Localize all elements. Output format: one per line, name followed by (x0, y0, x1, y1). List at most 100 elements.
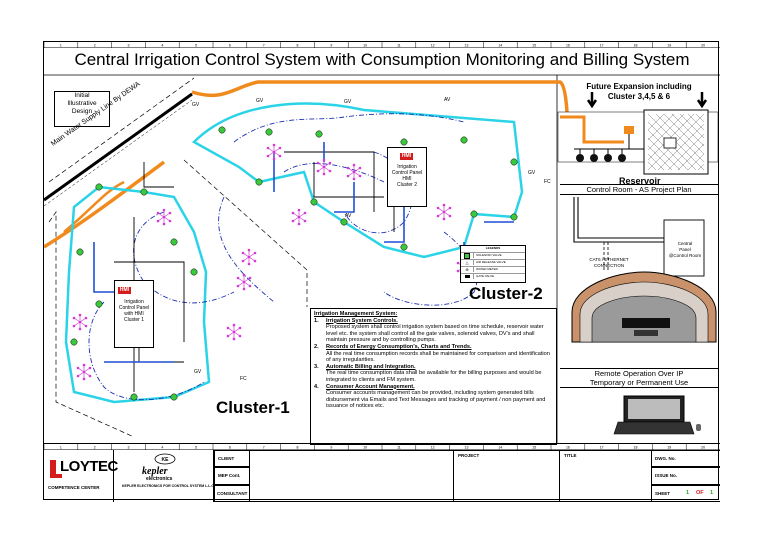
solenoid-valve (460, 136, 468, 144)
note-item-1: 1.Irrigation System Controls.Proposed sy… (314, 318, 553, 344)
control-room-label: Control Room - AS Project Plan (560, 184, 718, 195)
mep-label: MEP Cont. (218, 473, 241, 478)
ruler-number: 13 (465, 44, 469, 48)
comm-network (88, 113, 478, 401)
solenoid-valve (95, 300, 103, 308)
reservoir-label: Reservoir (619, 176, 661, 186)
loytec-l-icon (50, 460, 62, 478)
consultant-label-cell: CONSULTANT (214, 485, 250, 502)
ruler-number: 6 (229, 446, 231, 450)
note-item-2: 2.Records of Energy Consumption's, Chart… (314, 344, 553, 364)
client-label-cell: CLIENT (214, 450, 250, 467)
project-cell: PROJECT (454, 450, 560, 502)
solenoid-valve (400, 243, 408, 251)
legend-item: AIR RELEASE VALVE (476, 259, 506, 264)
remote-station (571, 271, 717, 343)
ruler-number: 9 (330, 44, 332, 48)
note-item-4: 4.Consumer Account Management.Consumer a… (314, 384, 553, 410)
consultant-label: CONSULTANT (217, 491, 248, 496)
solenoid-valve (255, 178, 263, 186)
legend-title: LEGENDS (485, 246, 501, 250)
solenoid-valve (265, 128, 273, 136)
panel1-line-3: with HMI (124, 311, 144, 317)
legend-row: GATE VALVE (461, 272, 525, 280)
dwg-label: DWG. No. (655, 456, 676, 461)
ruler-number: 20 (701, 446, 705, 450)
central-panel-line: Central (677, 241, 693, 246)
kepler-subtitle: electronics (146, 476, 173, 482)
panel2-line-2: Control Panel (391, 170, 423, 176)
sprinkler-group (241, 248, 257, 266)
sheet-cell: SHEET 1 OF 1 (652, 485, 720, 502)
solenoid-valve (130, 393, 138, 401)
ruler-number: 11 (397, 44, 401, 48)
fc-label: FC (544, 179, 551, 185)
ruler-number: 15 (532, 44, 536, 48)
panel1-line-2: Control Panel (118, 305, 150, 311)
gv-label: GV (344, 99, 352, 105)
kepler-company: KEPLER ELECTRONICS FOR CONTROL SYSTEM L.… (122, 484, 214, 488)
ruler-number: 15 (532, 446, 536, 450)
ruler-number: 9 (330, 446, 332, 450)
ruler-number: 17 (600, 44, 604, 48)
issue-label: ISSUE No. (655, 473, 678, 478)
legend-item: WATER METER (476, 266, 498, 271)
irrigation-notes: Irrigation Management System: 1.Irrigati… (310, 308, 557, 445)
sheet-total: 1 (710, 490, 714, 496)
ruler-number: 8 (297, 44, 299, 48)
laptop-icon (613, 395, 701, 435)
central-panel-line: Panel (679, 247, 691, 252)
ruler-number: 5 (195, 44, 197, 48)
ruler-number: 18 (634, 446, 638, 450)
ruler-number: 17 (600, 446, 604, 450)
ruler-number: 19 (667, 44, 671, 48)
solenoid-valve (470, 210, 478, 218)
loytec-subtitle: COMPETENCE CENTER (48, 485, 100, 490)
solenoid-valve (190, 268, 198, 276)
ruler-number: 1 (60, 44, 62, 48)
remote-line-1: Remote Operation Over IP (594, 369, 684, 378)
note-number: 2. (314, 343, 319, 350)
av-label: AV (444, 97, 451, 103)
ruler-number: 14 (498, 446, 502, 450)
main-water-line (44, 80, 569, 249)
legend-box: LEGENDS SOLENOID VALVE △AIR RELEASE VALV… (460, 245, 526, 283)
ruler-number: 18 (634, 44, 638, 48)
pump-room-box (557, 111, 719, 163)
control-panel-cluster2: HMI Irrigation Control Panel HMI Cluster… (387, 147, 427, 207)
loytec-logo: LOYTEC COMPETENCE CENTER (44, 450, 118, 502)
solenoid-valve (510, 158, 518, 166)
panel1-line-4: Cluster 1 (123, 317, 144, 323)
central-panel-text: Central Panel @Control Room (665, 241, 705, 259)
initial-design-box: Initial Illustrative Design (54, 91, 110, 127)
sprinkler-group (226, 323, 242, 341)
ruler-number: 12 (431, 446, 435, 450)
project-label: PROJECT (458, 453, 480, 458)
cluster1-label: Cluster-1 (216, 398, 290, 417)
pump-set (574, 126, 644, 162)
ruler-number: 10 (363, 446, 367, 450)
initial-box-line-1: Initial (74, 92, 90, 99)
title-cell: TITLE (560, 450, 652, 502)
sheet-of: OF (696, 490, 704, 496)
solenoid-valve (510, 213, 518, 221)
note-head: Automatic Billing and Integration. (326, 363, 416, 370)
ruler-number: 16 (566, 446, 570, 450)
ruler-number: 2 (94, 44, 96, 48)
sprinkler-group (76, 363, 92, 381)
ruler-number: 10 (363, 44, 367, 48)
sprinkler-group (316, 158, 332, 176)
solenoid-valve (315, 130, 323, 138)
sprinkler-group (266, 143, 282, 161)
ruler-number: 5 (195, 446, 197, 450)
reservoir-sensor (663, 137, 677, 149)
irrigation-diagram (44, 75, 719, 443)
client-values (250, 450, 454, 502)
title-label: TITLE (564, 453, 577, 458)
dwg-cell: DWG. No. (652, 450, 720, 467)
hmi-badge: HMI (400, 153, 413, 160)
remote-operation-label: Remote Operation Over IP Temporary or Pe… (560, 368, 718, 388)
ruler-number: 16 (566, 44, 570, 48)
